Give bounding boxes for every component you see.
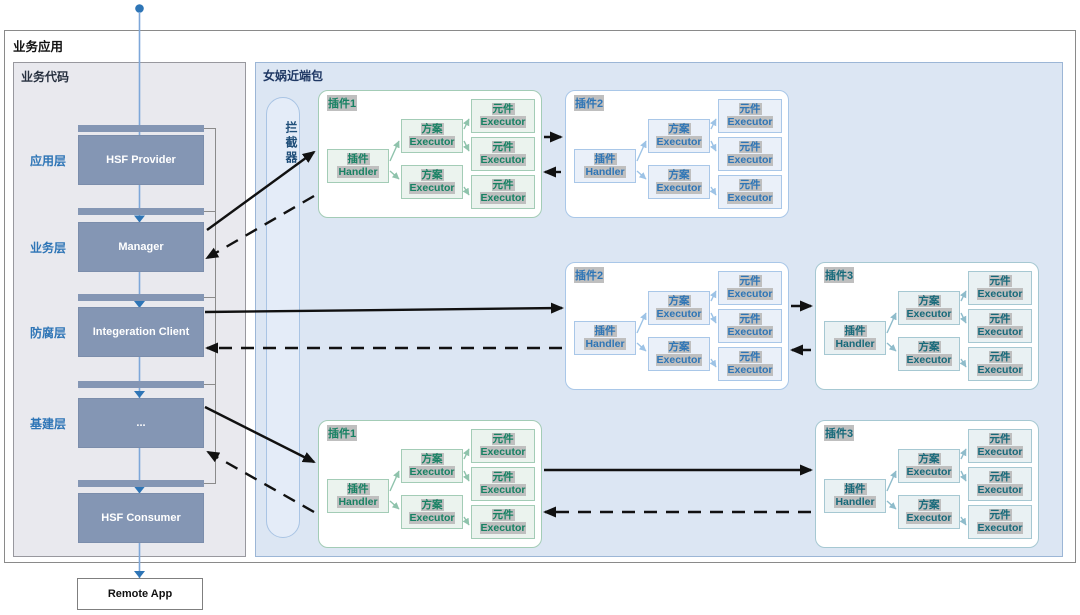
layer-bar: [78, 480, 204, 487]
flow-start-dot: [135, 4, 144, 13]
business-app-title: 业务应用: [13, 40, 64, 54]
layer-bar: [78, 381, 204, 388]
layer-box-manager: Manager: [78, 222, 204, 272]
layer-label-business: 业务层: [29, 241, 66, 255]
plugin-title: 插件3: [824, 267, 855, 283]
nuwa-package-title: 女娲近端包: [263, 69, 324, 83]
layer-box-hsf-provider: HSF Provider: [78, 135, 204, 185]
plugin-title: 插件1: [327, 95, 358, 111]
plugin-title: 插件2: [574, 267, 605, 283]
layer-bar: [78, 294, 204, 301]
interceptor-label: 拦截器: [284, 120, 298, 166]
plugin-title: 插件2: [574, 95, 605, 111]
layer-label-anticorruption: 防腐层: [29, 326, 66, 340]
layer-box-hsf-consumer: HSF Consumer: [78, 493, 204, 543]
layer-label-application: 应用层: [29, 154, 66, 168]
remote-app-box: Remote App: [77, 578, 203, 610]
plugin-title: 插件1: [327, 425, 358, 441]
layer-bar: [78, 208, 204, 215]
layer-bar: [78, 125, 204, 132]
layer-label-infrastructure: 基建层: [29, 417, 66, 431]
layer-box-integration-client: Integeration Client: [78, 307, 204, 357]
plugin-title: 插件3: [824, 425, 855, 441]
layer-box-infrastructure: ...: [78, 398, 204, 448]
business-code-title: 业务代码: [21, 70, 70, 84]
